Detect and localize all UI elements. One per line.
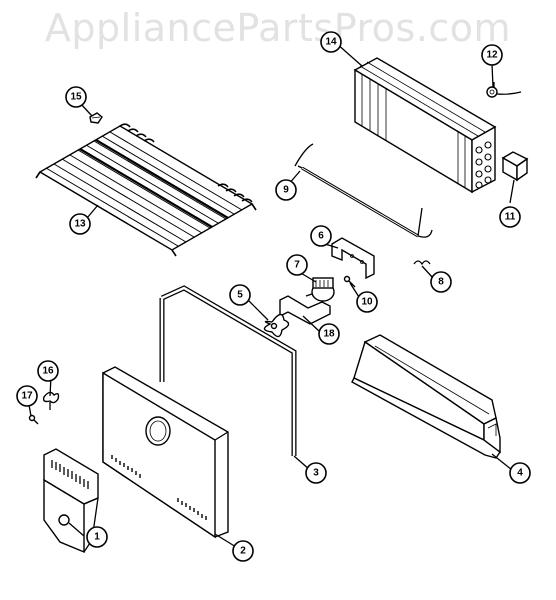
callout-1: 1 (86, 526, 108, 548)
bracket-part (331, 237, 375, 280)
svg-text:14: 14 (325, 37, 337, 48)
svg-text:5: 5 (237, 290, 243, 301)
drain-trough-part (351, 334, 501, 459)
callout-9: 9 (275, 179, 297, 201)
callout-17: 17 (16, 385, 38, 407)
callout-18: 18 (318, 323, 340, 345)
callout-16: 16 (37, 360, 59, 382)
block-part (501, 151, 529, 182)
callout-5: 5 (229, 284, 251, 306)
fan-blade-part (263, 313, 290, 338)
clip-part (89, 112, 103, 124)
svg-text:6: 6 (318, 231, 324, 242)
duct-cover-part (43, 448, 99, 554)
svg-text:17: 17 (21, 391, 33, 402)
watermark: AppliancePartsPros.com (44, 6, 512, 50)
svg-text:18: 18 (323, 329, 335, 340)
wire-shelf-part (35, 123, 257, 257)
svg-text:9: 9 (283, 185, 289, 196)
svg-text:13: 13 (74, 219, 86, 230)
small-screw-part (28, 414, 39, 425)
svg-text:16: 16 (42, 366, 54, 377)
rear-panel-part (102, 366, 229, 539)
svg-text:10: 10 (361, 297, 373, 308)
callout-15: 15 (65, 86, 87, 108)
svg-text:7: 7 (294, 260, 300, 271)
small-clip-part (413, 260, 431, 266)
svg-text:4: 4 (517, 468, 523, 479)
svg-text:8: 8 (438, 277, 444, 288)
callout-12: 12 (481, 44, 503, 66)
callout-14: 14 (320, 31, 342, 53)
callout-4: 4 (509, 462, 531, 484)
evaporator-part (353, 57, 497, 194)
callout-11: 11 (499, 206, 521, 228)
svg-text:1: 1 (94, 532, 100, 543)
svg-text:15: 15 (70, 92, 82, 103)
svg-text:11: 11 (505, 212, 516, 223)
svg-text:2: 2 (240, 546, 246, 557)
callout-3: 3 (305, 462, 327, 484)
callout-2: 2 (232, 540, 254, 562)
callout-8: 8 (430, 271, 452, 293)
gasket-part (159, 285, 297, 456)
callout-7: 7 (286, 254, 308, 276)
sensor-part (486, 82, 522, 98)
svg-text:3: 3 (313, 468, 319, 479)
svg-text:12: 12 (486, 50, 498, 61)
motor-bracket-part (279, 295, 331, 325)
heater-part (294, 143, 433, 238)
callout-10: 10 (356, 291, 378, 313)
callout-6: 6 (310, 225, 332, 247)
callout-13: 13 (69, 213, 91, 235)
wing-nut-part (42, 391, 60, 410)
screw-part (343, 275, 356, 288)
fan-motor-part (305, 277, 335, 302)
